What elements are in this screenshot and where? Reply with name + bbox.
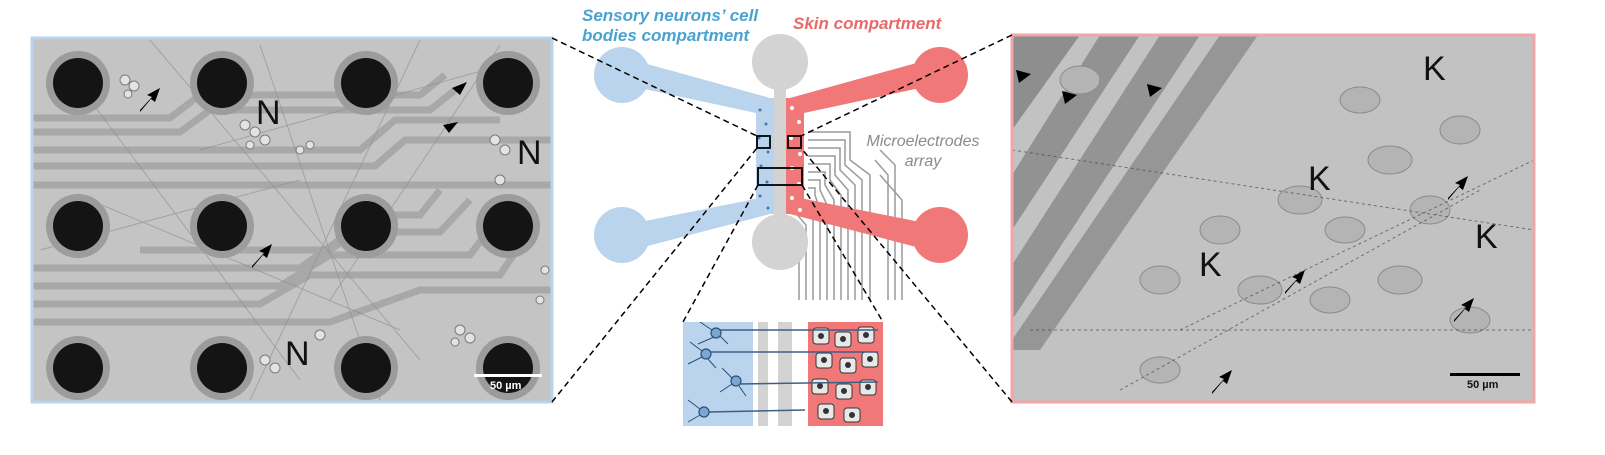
center-microchannel: [774, 85, 786, 220]
keratinocyte-label-k: K: [1423, 50, 1446, 88]
connector-lines: [551, 34, 1013, 403]
microelectrodes-label-line2: array: [904, 153, 942, 170]
arrow-marker: [140, 88, 160, 112]
arrowhead-marker: [452, 82, 467, 95]
bottom-center-well: [752, 214, 808, 270]
zoom-boxes: [756, 135, 803, 186]
arrowhead-marker: [443, 122, 458, 133]
microelectrodes-label-line1: Microelectrodes: [866, 133, 980, 150]
keratinocyte-label-k: K: [1199, 246, 1222, 284]
zoom-neurons: [698, 327, 742, 418]
right-micrograph: [1010, 33, 1536, 404]
arrowhead-marker: [1016, 70, 1031, 83]
arrow-marker: [1454, 298, 1474, 322]
right-diagonal-grooves: [1012, 35, 1258, 350]
zoom-box-bottom: [757, 167, 803, 186]
neuron-label-n: N: [285, 335, 310, 373]
arrow-marker: [1285, 270, 1305, 294]
top-center-well: [752, 34, 808, 90]
keratinocyte-label-k: K: [1475, 218, 1498, 256]
zoom-channel-walls: [758, 322, 792, 426]
keratinocyte-label-k: K: [1308, 160, 1331, 198]
neuron-label-n: N: [256, 94, 281, 132]
left-electrode-grid: [46, 51, 540, 400]
right-neurites: [1012, 149, 1534, 391]
neuron-label-n: N: [517, 134, 542, 172]
neuron-speckles: [757, 108, 770, 210]
left-micrograph-background: [32, 38, 552, 402]
arrow-marker: [1448, 176, 1468, 200]
skin-compartment-label: Skin compartment: [793, 14, 942, 33]
arrowhead-marker: [1062, 91, 1077, 104]
left-cell-clusters: [119, 74, 550, 374]
zoom-box-right: [787, 135, 802, 149]
arrow-marker: [252, 244, 272, 268]
zoom-dendrites: [687, 322, 747, 423]
zoom-box-left: [756, 135, 771, 149]
arrow-marker: [1212, 370, 1232, 394]
zoom-axons: [707, 329, 879, 413]
neuron-compartment-label: Sensory neurons’ cell bodies compartment: [582, 6, 772, 46]
neuron-compartment: [594, 47, 774, 263]
right-arrow-markers: [1016, 70, 1474, 394]
arrowhead-marker: [1147, 84, 1162, 97]
left-scale-bar: [474, 374, 542, 377]
left-scale-bar-label: 50 µm: [490, 380, 522, 392]
right-micrograph-border: [1010, 33, 1536, 404]
left-micrograph: [30, 36, 554, 404]
microelectrodes-array-label: Microelectrodes array: [858, 132, 988, 172]
zoom-skin-nuclei: [817, 332, 873, 418]
neuron-compartment-label-line1: Sensory neurons’ cell: [582, 6, 759, 25]
left-micrograph-border: [30, 36, 554, 404]
right-scale-bar-label: 50 µm: [1467, 379, 1499, 391]
zoom-schematic: [683, 322, 883, 426]
right-scale-bar: [1450, 373, 1520, 376]
neuron-compartment-label-line2: bodies compartment: [582, 26, 750, 45]
left-arrow-markers: [140, 82, 467, 268]
right-keratinocytes: [1059, 65, 1491, 384]
device-diagram: [594, 34, 968, 300]
zoom-neuron-side: [683, 322, 753, 426]
